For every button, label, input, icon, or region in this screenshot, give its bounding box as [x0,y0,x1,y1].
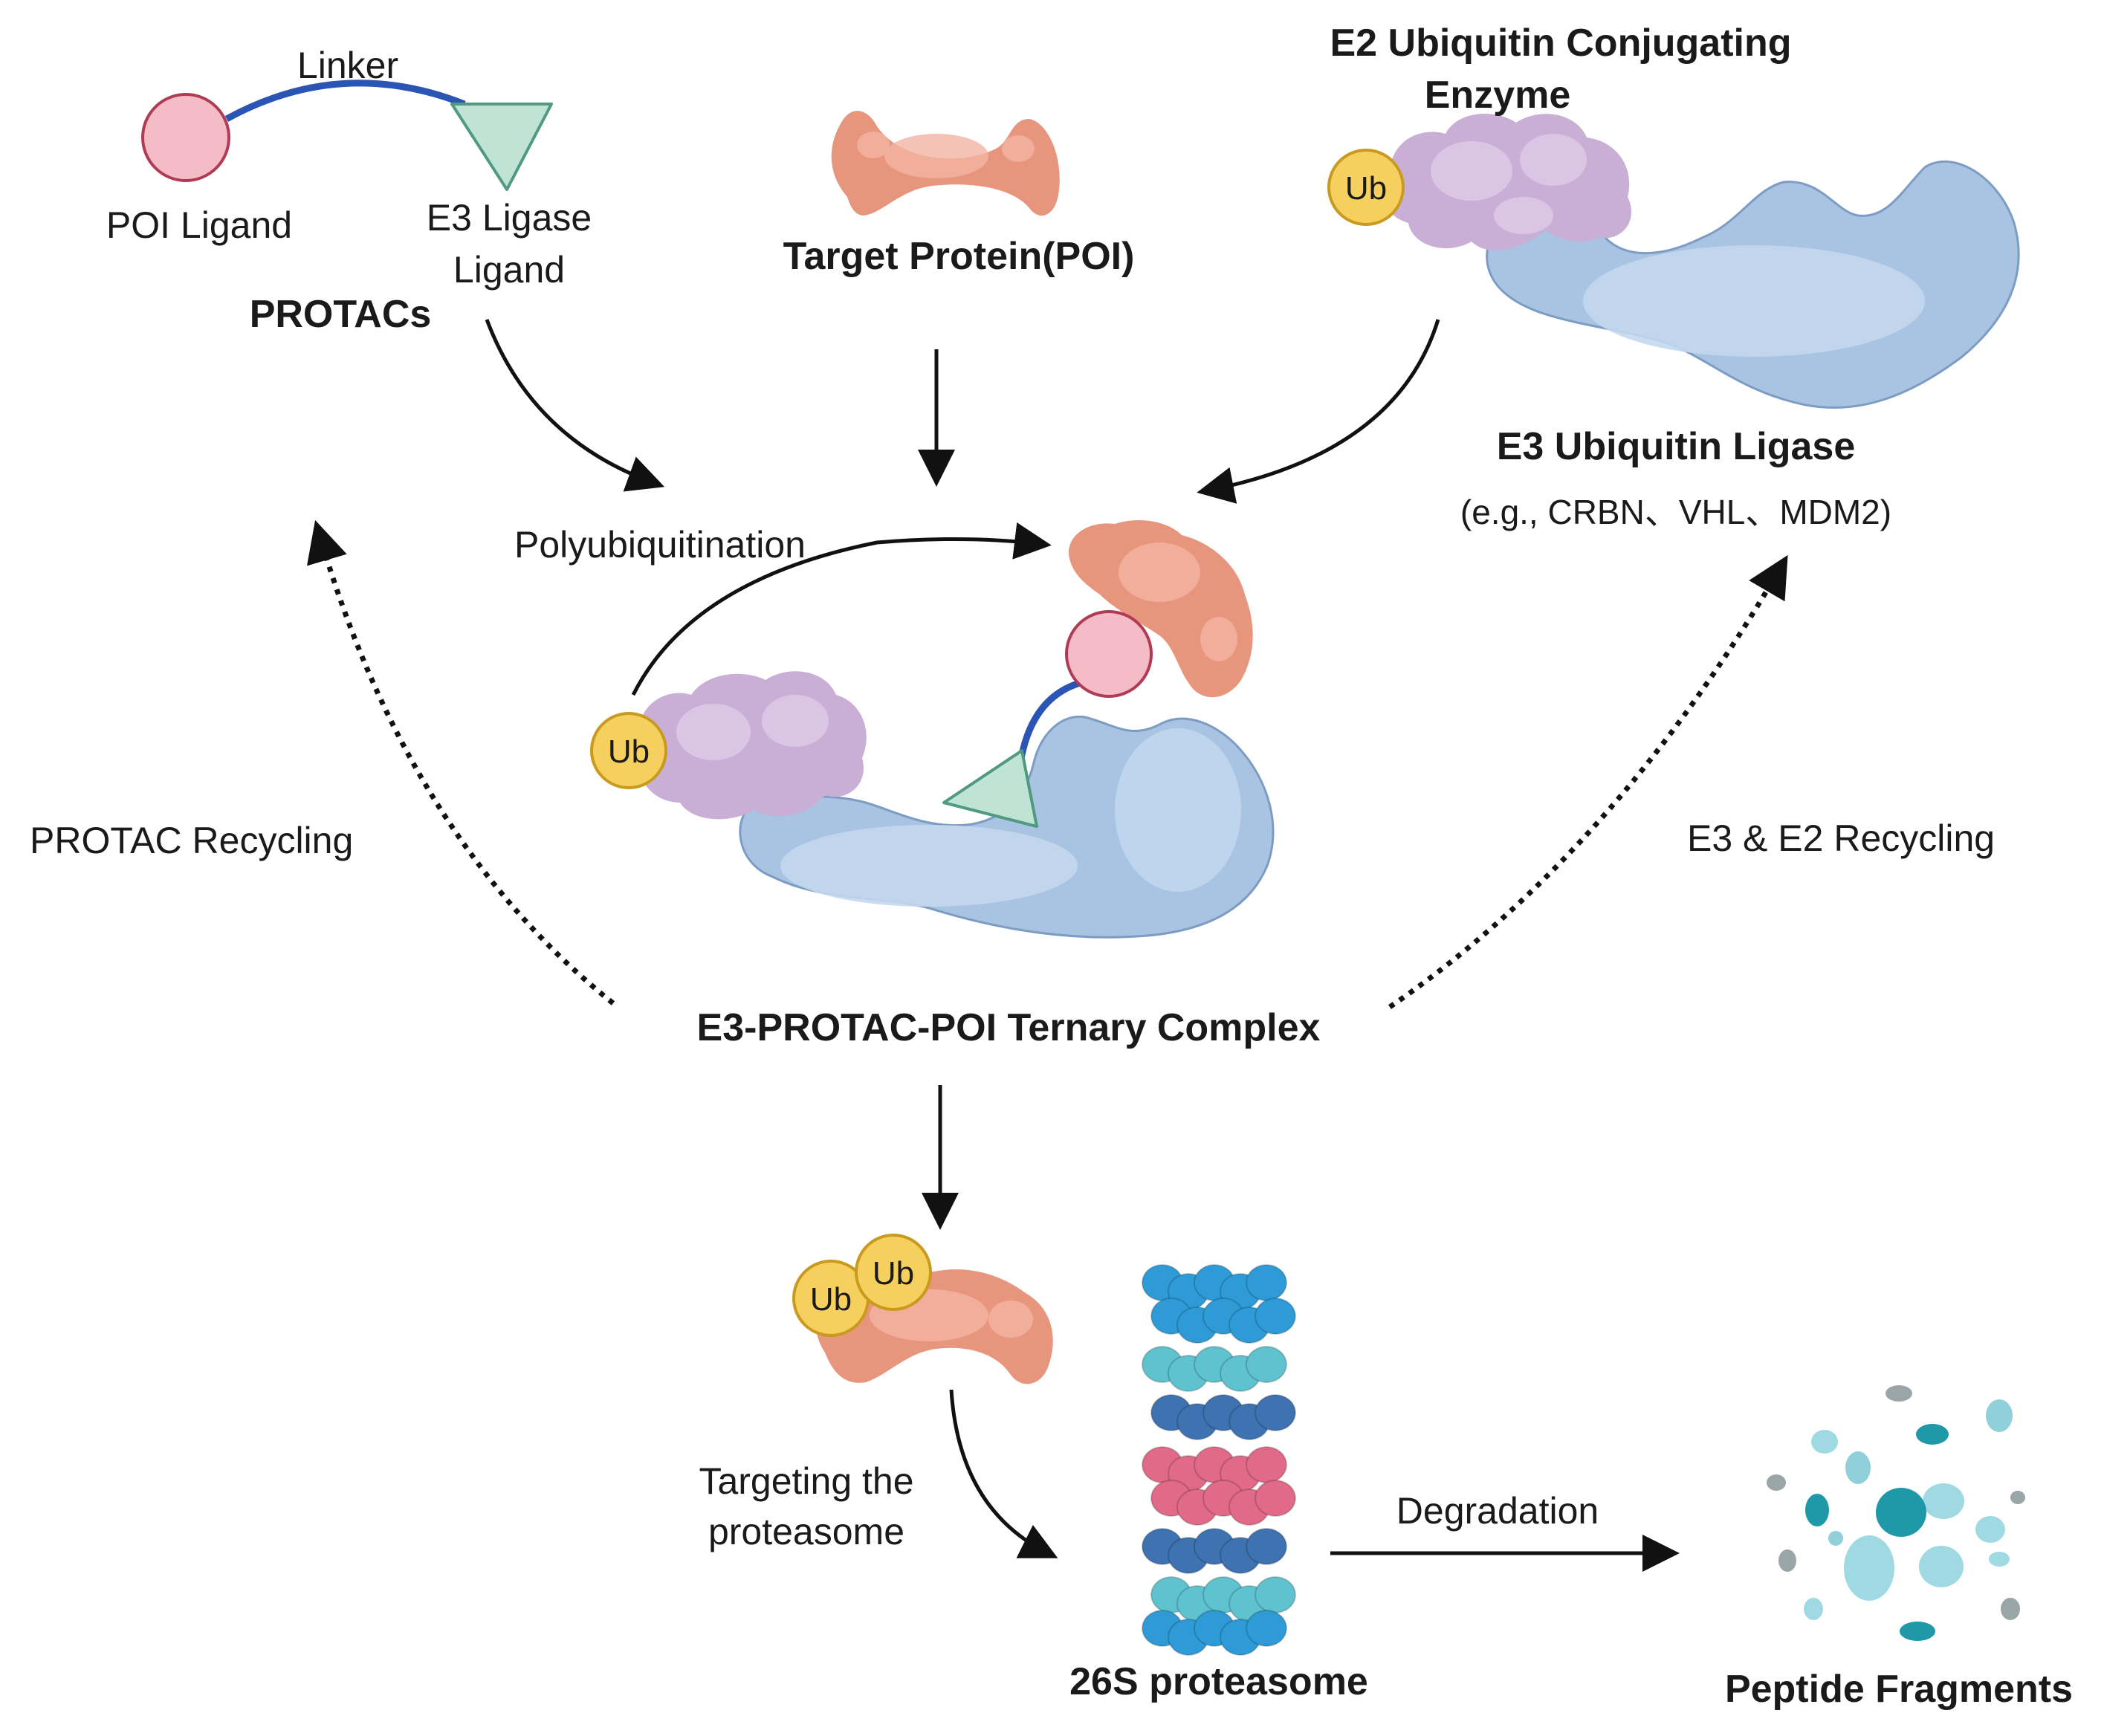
targeting-label-2: proteasome [708,1511,904,1552]
complex-poi-ligand [1065,610,1153,698]
complex-e3-ligand [942,749,1038,828]
proteasome-subunit [1246,1610,1287,1647]
polyubiquitination-label: Polyubiquitination [514,524,806,566]
e2-enzyme-label: E2 Ubiquitin Conjugating [1330,22,1791,65]
targeting-label: Targeting the [699,1460,913,1502]
proteasome-subunit [1255,1394,1296,1431]
protac-recycling-label: PROTAC Recycling [30,820,353,861]
targeting-arrow [949,1389,1058,1558]
arrow-e3-to-complex [1197,319,1440,504]
complex-poi-shape [1069,520,1253,698]
e3-examples-label: (e.g., CRBN、VHL、MDM2) [1460,493,1891,531]
e3-ligase-ligand-label-2: Ligand [453,249,565,291]
e3-ligase-shape-top [1486,160,2020,409]
target-protein-label: Target Protein(POI) [783,235,1135,278]
linker-chain [224,80,466,122]
poi-ligand-label: POI Ligand [106,204,292,246]
poi-ligand-circle [141,93,230,182]
proteasome-subunit [1246,1264,1287,1301]
e2-enzyme-label-2: Enzyme [1425,74,1571,117]
proteasome-26s [1142,1264,1296,1656]
proteasome-subunit [1246,1446,1287,1483]
peptide-fragments-cluster [1767,1385,2025,1641]
degradation-label: Degradation [1396,1490,1599,1532]
protac-molecule [141,80,553,191]
proteasome-subunit [1255,1576,1296,1613]
e2-enzyme-shape-top [1382,114,1632,250]
proteasome-subunit [1246,1346,1287,1383]
ub-label: Ub [608,733,650,770]
e3-e2-recycling-arrow [1388,554,1788,1009]
proteasome-subunit [1255,1480,1296,1517]
e3-e2-recycling-label: E3 & E2 Recycling [1687,817,1995,859]
proteasome-subunit [1246,1528,1287,1565]
ub-tag-complex: Ub [590,712,667,789]
ub-label: Ub [1345,170,1387,207]
complex-e3-shape [739,715,1275,939]
protacs-title: PROTACs [250,293,432,336]
peptide-fragments-label: Peptide Fragments [1725,1668,2073,1711]
ub-tag-poi-2: Ub [855,1234,932,1311]
e3-ligase-ligand-label: E3 Ligase [427,197,592,239]
target-protein-shape [831,111,1060,216]
proteasome-label: 26S proteasome [1069,1660,1368,1703]
ub-label: Ub [810,1281,852,1318]
ub-tag-e2: Ub [1327,149,1405,226]
complex-e2-shape [638,671,867,820]
ub-label: Ub [873,1255,914,1292]
e3-ligase-label: E3 Ubiquitin Ligase [1497,425,1856,468]
arrow-protac-to-complex [485,319,665,492]
linker-label: Linker [297,45,398,86]
proteasome-subunit [1255,1298,1296,1335]
ub-tag-poi-1: Ub [792,1260,870,1337]
polyubiquitination-arrow [631,522,1052,696]
protac-recycling-arrow [306,519,615,1005]
e3-ligand-triangle [450,103,553,191]
ternary-complex-label: E3-PROTAC-POI Ternary Complex [697,1006,1321,1049]
